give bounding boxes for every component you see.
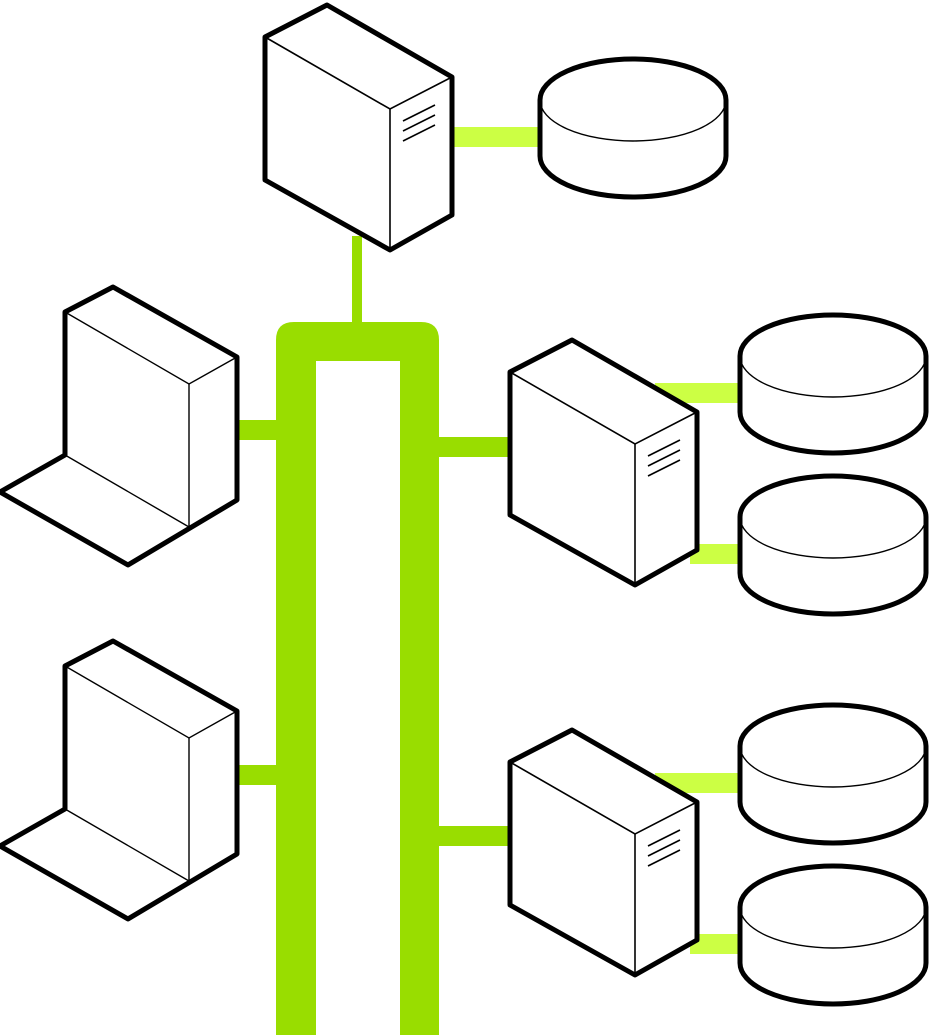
database-cylinder-icon: [737, 312, 929, 456]
link-top-server-backbone: [352, 236, 362, 326]
link-backbone-bottom-server: [437, 826, 513, 846]
database-cylinder-icon: [737, 863, 929, 1007]
server-tower-icon: [507, 727, 700, 978]
link-bottom-server-database-2: [690, 934, 745, 954]
link-top-server-database: [452, 127, 544, 147]
database-cylinder-icon: [537, 56, 729, 200]
server-tower-icon: [507, 337, 700, 588]
network-backbone: [276, 322, 439, 1035]
server-tower-icon: [262, 2, 455, 253]
laptop-icon: [0, 284, 240, 568]
link-middle-server-database-2: [690, 544, 745, 564]
database-cylinder-icon: [737, 473, 929, 617]
laptop-icon: [0, 638, 240, 922]
database-cylinder-icon: [737, 702, 929, 846]
link-backbone-middle-server: [437, 437, 513, 457]
link-lower-laptop-backbone: [236, 765, 278, 785]
link-upper-laptop-backbone: [236, 420, 278, 440]
